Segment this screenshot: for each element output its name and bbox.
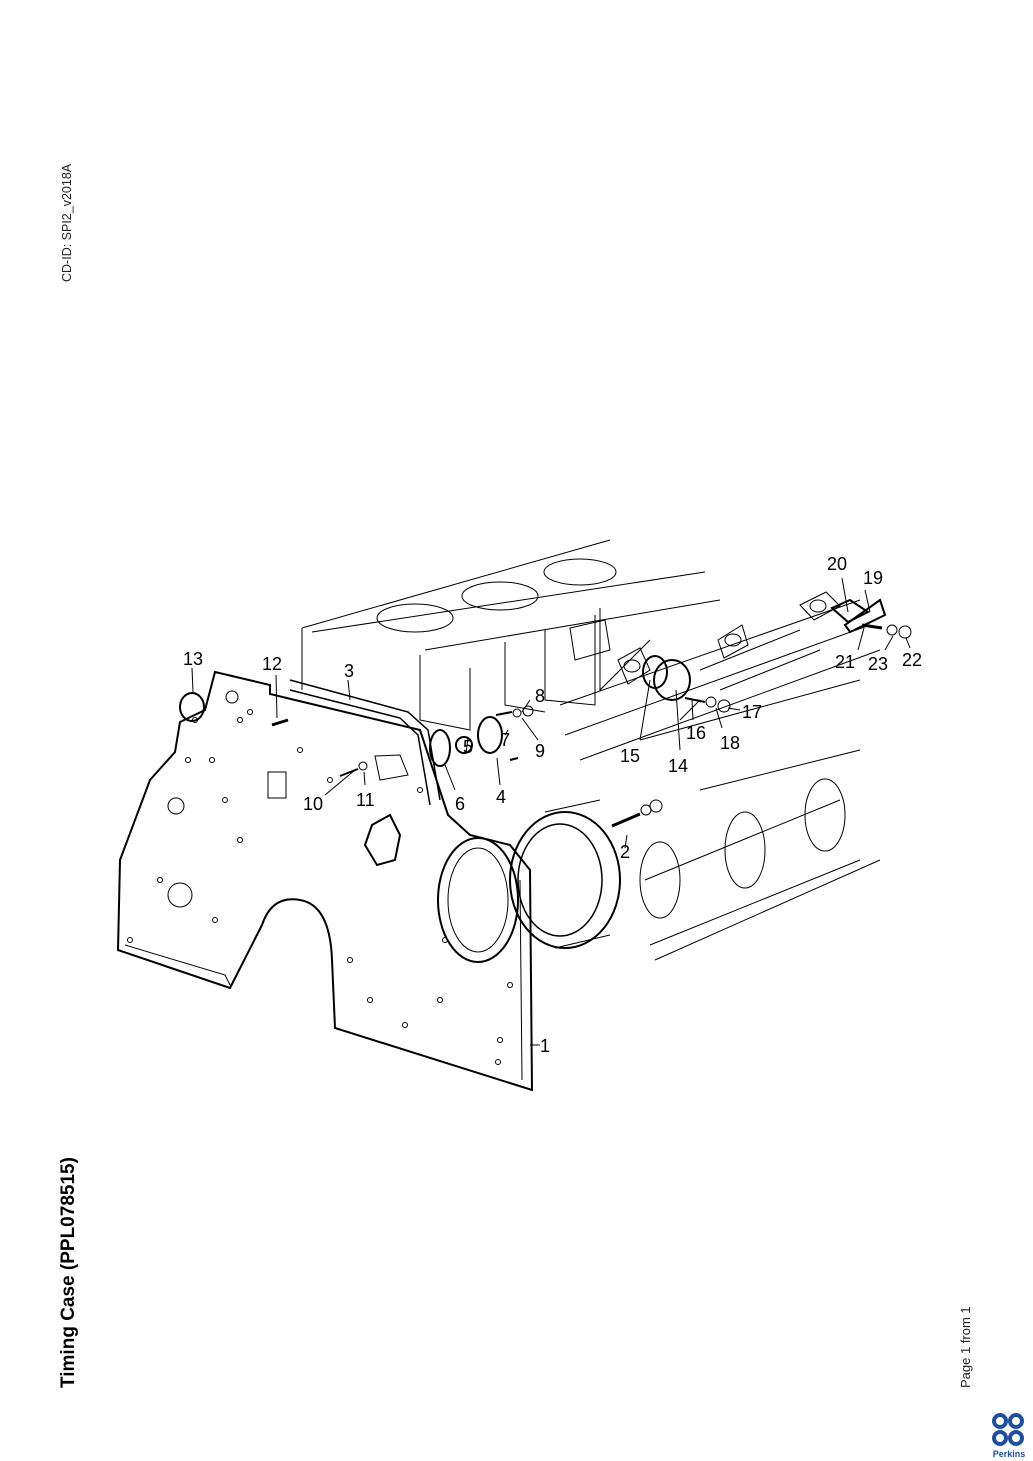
callout-10: 10: [303, 794, 323, 814]
callout-7: 7: [500, 730, 510, 750]
callout-labels: 1 2 3 4 5 6 7 8 9 10 11 12 13 14 15 16 1…: [183, 554, 922, 1056]
callout-8: 8: [535, 686, 545, 706]
callout-9: 9: [535, 741, 545, 761]
callout-1: 1: [540, 1036, 550, 1056]
callout-21: 21: [835, 652, 855, 672]
callout-4: 4: [496, 787, 506, 807]
callout-16: 16: [686, 723, 706, 743]
callout-6: 6: [455, 794, 465, 814]
callout-19: 19: [863, 568, 883, 588]
callout-11: 11: [356, 790, 375, 810]
callout-12: 12: [262, 654, 282, 674]
callout-13: 13: [183, 649, 203, 669]
plate-holes: [127, 709, 513, 1065]
callout-2: 2: [620, 842, 630, 862]
dowel-12: [271, 718, 289, 727]
engine-block-drawing: [116, 539, 912, 1092]
callout-18: 18: [720, 733, 740, 753]
callout-5: 5: [463, 737, 473, 757]
callout-17: 17: [742, 702, 762, 722]
brand-name: Perkins: [992, 1449, 1026, 1459]
callout-14: 14: [668, 756, 688, 776]
callout-3: 3: [344, 661, 354, 681]
callout-23: 23: [868, 654, 888, 674]
callout-15: 15: [620, 746, 640, 766]
callout-22: 22: [902, 650, 922, 670]
plug-13: [179, 692, 205, 722]
perkins-logo-icon: [988, 1410, 1028, 1458]
callout-20: 20: [827, 554, 847, 574]
